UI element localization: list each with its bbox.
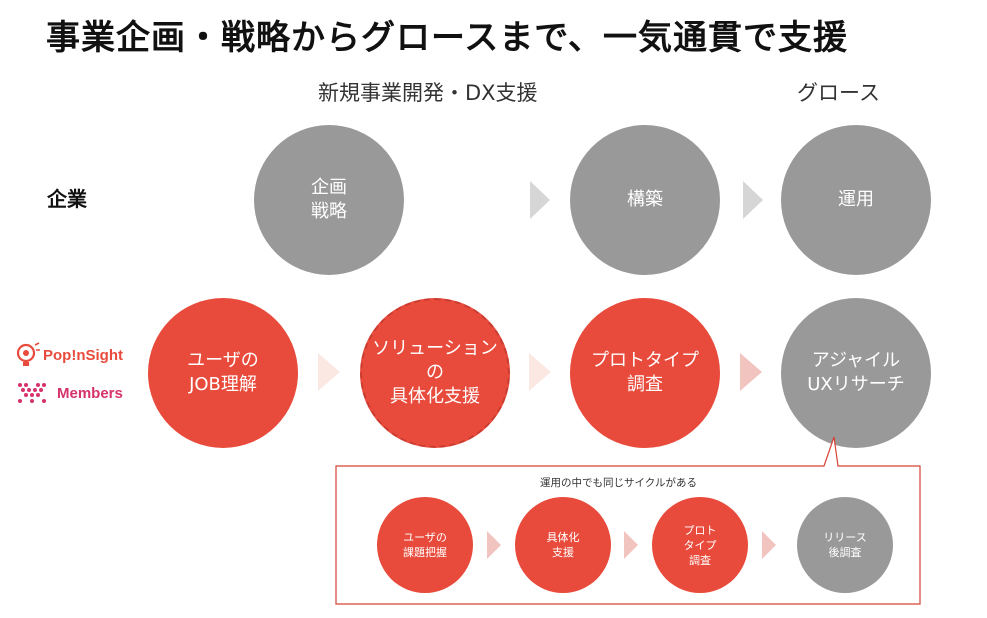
arrow-right-icon [530,181,550,219]
arrow-right-icon [529,353,551,391]
cycle-step-post-release: リリース 後調査 [797,497,893,593]
members-mark-icon [18,383,46,403]
bulb-icon [16,342,40,366]
callout-caption: 運用の中でも同じサイクルがある [540,477,697,489]
arrow-right-icon [743,181,763,219]
arrow-right-icon [318,353,340,391]
page-title: 事業企画・戦略からグロースまで、一気通貫で支援 [46,18,848,58]
header-new-business: 新規事業開発・DX支援 [318,81,538,105]
company-step-operate: 運用 [781,125,931,275]
members-wordmark: Members [57,384,123,402]
arrow-right-icon [762,531,776,559]
arrow-right-icon [740,353,762,391]
popinsight-wordmark: Pop!nSight [43,346,123,364]
service-step-solution-support: ソリューション の 具体化支援 [360,298,510,448]
popinsight-logo: Pop!nSight [15,342,123,368]
row-label-company: 企業 [47,187,87,211]
cycle-step-prototype: プロト タイプ 調査 [652,497,748,593]
service-step-job-understanding: ユーザの JOB理解 [148,298,298,448]
arrow-right-icon [487,531,501,559]
company-step-planning: 企画 戦略 [254,125,404,275]
arrow-right-icon [624,531,638,559]
company-step-build: 構築 [570,125,720,275]
members-logo: Members [17,382,123,404]
cycle-step-issue-grasp: ユーザの 課題把握 [377,497,473,593]
cycle-step-concretize: 具体化 支援 [515,497,611,593]
service-step-prototype-research: プロトタイプ 調査 [570,298,720,448]
header-growth: グロース [797,81,880,105]
service-step-agile-ux-research: アジャイル UXリサーチ [781,298,931,448]
